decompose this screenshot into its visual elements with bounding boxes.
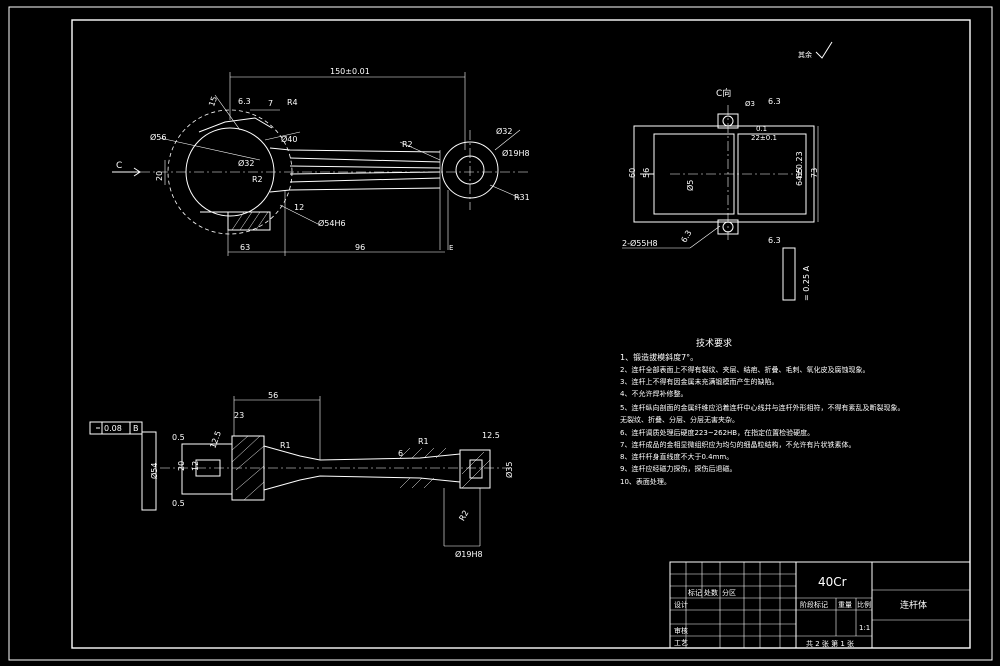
b-dim-phi19h8: Ø19H8 (455, 549, 483, 559)
outer-border (8, 6, 993, 661)
notes-title: 技术要求 (696, 337, 732, 349)
c-dim-22: 22±0.1 (751, 134, 777, 142)
b-dim-0-5a: 0.5 (172, 433, 185, 442)
dim-15: 15 (207, 95, 219, 108)
b-dim-6: 6 (398, 449, 403, 458)
c-dim-64: 64±0.23 (795, 151, 804, 186)
datum-b: B (133, 424, 139, 433)
dim-phi40: Ø40 (281, 134, 297, 144)
c-dim-6-3a: 6.3 (768, 97, 781, 106)
tb-process: 工艺 (674, 639, 688, 647)
b-dim-phi54: Ø54 (149, 463, 159, 479)
c-dim-65: 65 (795, 168, 804, 178)
tb-material: 40Cr (818, 575, 847, 589)
tb-weight: 重量 (838, 601, 852, 609)
c-dim-phi5: Ø5 (685, 180, 695, 191)
note-3: 3、连杆上不得有因金属未充满锻模而产生的缺陷。 (620, 377, 778, 386)
tb-scale-value: 1:1 (859, 624, 870, 632)
dim-e-label: E (449, 244, 453, 252)
c-dim-6-3c: 6.3 (679, 229, 693, 245)
roughness-note: 其余 (798, 41, 833, 59)
note-8: 8、连杆杆身直线度不大于0.4mm。 (620, 452, 733, 461)
roughness-note-text: 其余 (798, 50, 812, 59)
c-dim-6-3b: 6.3 (768, 236, 781, 245)
technical-notes: 技术要求 1、锻造拔模斜度7°。 2、连杆全部表面上不得有裂纹、夹层、结疤、折叠… (620, 337, 904, 486)
dim-phi19h8-top: Ø19H8 (502, 148, 530, 158)
dim-phi32: Ø32 (238, 158, 254, 168)
b-dim-12-5b: 12.5 (482, 431, 500, 440)
b-dim-23: 23 (234, 411, 244, 420)
note-10: 10、表面处理。 (620, 477, 671, 486)
note-4: 4、不允许焊补修整。 (620, 389, 687, 398)
dim-r4: R4 (287, 98, 298, 107)
dim-length-150: 150±0.01 (330, 67, 370, 76)
c-dim-60: 60 (628, 168, 637, 178)
note-5-cont: 无裂纹、折叠、分层、分层无害夹杂。 (620, 415, 739, 424)
b-dim-0-5b: 0.5 (172, 499, 185, 508)
tb-stage: 阶段标记 (800, 600, 828, 609)
b-dim-12: 12 (191, 461, 200, 471)
b-dim-12-5a: 12.5 (208, 430, 223, 450)
bottom-view: 0.08 B 56 23 0.5 0.5 12.5 (89, 391, 514, 559)
dim-20-top: 20 (155, 171, 164, 181)
tb-label-zone: 分区 (722, 588, 736, 597)
note-9: 9、连杆应经磁力探伤，探伤后退磁。 (620, 464, 736, 473)
tb-check: 审核 (674, 626, 688, 635)
note-7: 7、连杆成品的金相显微组织应为均匀的细晶粒结构，不允许有片状铁素体。 (620, 440, 855, 449)
b-dim-r1b: R1 (418, 437, 429, 446)
c-dim-73: 73 (810, 168, 819, 178)
tb-part-name: 连杆体 (900, 599, 927, 611)
dim-phi32b: Ø32 (496, 126, 512, 136)
dim-r31: R31 (514, 193, 530, 202)
tb-scale: 比例 (857, 600, 871, 609)
b-dim-phi35: Ø35 (504, 462, 514, 478)
roughness-symbol-icon (815, 41, 833, 59)
view-c-arrow-label: C (116, 161, 122, 171)
c-view-label: C向 (716, 87, 731, 99)
top-view: 150±0.01 (112, 67, 530, 256)
dim-r2: R2 (252, 175, 263, 184)
c-dim-56: 56 (642, 168, 651, 178)
inner-border (71, 19, 971, 649)
note-5: 5、连杆纵向剖面的金属纤维应沿着连杆中心线并与连杆外形相符，不得有紊乱及断裂现象… (620, 403, 904, 412)
note-6: 6、连杆调质处理后硬度223~262HB，在指定位置检验硬度。 (620, 428, 814, 437)
dim-63: 63 (240, 243, 250, 252)
c-view: C向 6.3 6.3 6.3 Ø3 0.1 22±0.1 2-Ø55H8 60 … (622, 87, 819, 301)
tb-label-count: 处数 (704, 588, 718, 597)
tolerance-frame-text: = 0.25 A (802, 265, 811, 301)
note-1: 1、锻造拔模斜度7°。 (620, 352, 698, 362)
dim-96: 96 (355, 243, 365, 252)
c-dim-0-1: 0.1 (756, 125, 767, 133)
dim-12: 12 (294, 203, 304, 212)
title-block: 标记 处数 分区 设计 审核 工艺 阶段标记 重量 比例 1:1 共 2 张 第… (669, 561, 971, 649)
tolerance-frame (782, 247, 796, 301)
tb-design: 设计 (674, 600, 688, 609)
tb-label-mark: 标记 (688, 588, 702, 597)
b-dim-r1: R1 (280, 441, 291, 450)
b-dim-56: 56 (268, 391, 278, 400)
note-2: 2、连杆全部表面上不得有裂纹、夹层、结疤、折叠、毛刺、氧化皮及腐蚀现象。 (620, 365, 869, 374)
dim-phi56: Ø56 (150, 132, 166, 142)
b-dim-r2: R2 (457, 509, 470, 523)
dim-7: 7 (268, 99, 273, 108)
b-dim-20: 20 (177, 461, 186, 471)
tb-sheet-info: 共 2 张 第 1 张 (806, 639, 854, 648)
flatness-value: 0.08 (104, 424, 122, 433)
c-dim-phi3: Ø3 (745, 100, 755, 108)
dim-r2b: R2 (402, 140, 413, 149)
dim-phi54h6: Ø54H6 (318, 218, 346, 228)
c-dim-2phi55h8: 2-Ø55H8 (622, 238, 658, 248)
dim-6-3-top: 6.3 (238, 97, 251, 106)
